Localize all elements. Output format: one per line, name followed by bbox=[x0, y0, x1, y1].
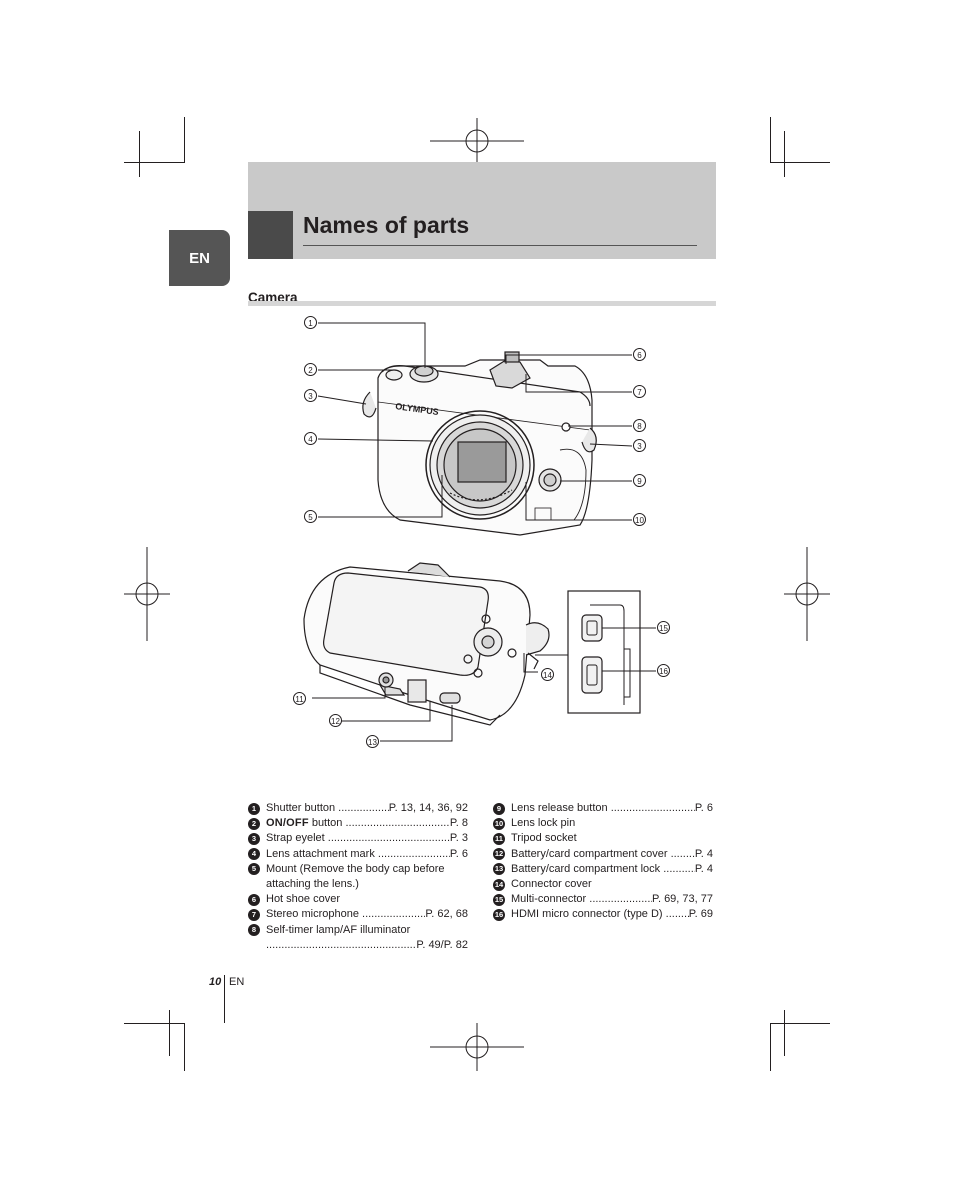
header-accent-block bbox=[248, 211, 293, 259]
callout-12: 12 bbox=[329, 714, 342, 727]
callout-8: 8 bbox=[633, 419, 646, 432]
registration-mark-left bbox=[124, 547, 170, 641]
callout-1: 1 bbox=[304, 316, 317, 329]
callout-4: 4 bbox=[304, 432, 317, 445]
camera-front-illustration: OLYMPUS bbox=[317, 322, 633, 536]
header-band bbox=[248, 162, 716, 259]
footer-divider bbox=[224, 975, 225, 1023]
callout-13: 13 bbox=[366, 735, 379, 748]
page-title: Names of parts bbox=[303, 212, 470, 238]
callout-11: 11 bbox=[293, 692, 306, 705]
callout-5: 5 bbox=[304, 510, 317, 523]
callout-2: 2 bbox=[304, 363, 317, 376]
language-tab: EN bbox=[169, 230, 230, 286]
callout-3: 3 bbox=[304, 389, 317, 402]
list-item-continuation: attaching the lens.) bbox=[266, 878, 359, 891]
list-item-continuation: P. 49/P. 82 bbox=[248, 938, 468, 953]
callout-9: 9 bbox=[633, 474, 646, 487]
callout-16: 16 bbox=[657, 664, 670, 677]
title-rule bbox=[303, 245, 697, 246]
callout-15: 15 bbox=[657, 621, 670, 634]
camera-back-illustration bbox=[303, 562, 656, 742]
callout-14: 14 bbox=[541, 668, 554, 681]
callout-6: 6 bbox=[633, 348, 646, 361]
footer-language: EN bbox=[229, 976, 245, 988]
callout-7: 7 bbox=[633, 385, 646, 398]
section-rule bbox=[248, 301, 716, 306]
registration-mark-bottom bbox=[430, 1023, 524, 1071]
list-item: 2ON/OFF buttonP. 8 bbox=[248, 816, 468, 831]
callout-10: 10 bbox=[633, 513, 646, 526]
page-number: 10 bbox=[209, 976, 222, 988]
registration-mark-top bbox=[430, 118, 524, 164]
registration-mark-right bbox=[784, 547, 830, 641]
callout-3-right: 3 bbox=[633, 439, 646, 452]
